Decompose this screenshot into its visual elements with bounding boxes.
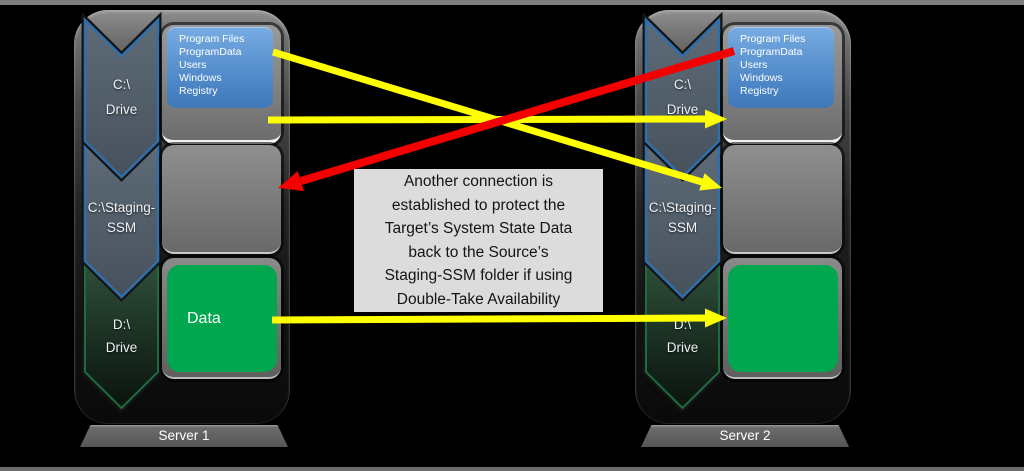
callout-line: back to the Source’s [408, 243, 549, 261]
d-drive-chevron [81, 254, 162, 413]
data-label: Data [187, 309, 221, 327]
folder-item: Registry [179, 85, 218, 97]
drive-label: D:\ [673, 317, 692, 332]
data-box: Data [167, 265, 277, 372]
staging-ssm-panel [162, 145, 281, 254]
folder-item: Users [740, 59, 768, 71]
callout-line: established to protect the [391, 196, 566, 214]
folder-item: Windows [740, 72, 783, 84]
folder-item: ProgramData [740, 46, 803, 58]
callout-line: Double-Take Availability [396, 290, 561, 308]
drive-label: D:\ [112, 317, 131, 332]
folder-item: Registry [740, 85, 779, 97]
drive-label: C:\Staging- [648, 200, 717, 215]
folder-item: ProgramData [179, 46, 242, 58]
drive-label: C:\Staging- [87, 200, 156, 215]
folder-item: Program Files [740, 33, 806, 45]
bottom-border-bar [0, 467, 1024, 471]
top-border-bar [0, 0, 1024, 5]
system-folders-box: Program Files ProgramData Users Windows … [728, 27, 834, 108]
drive-label: Drive [105, 102, 138, 117]
drive-label: SSM [106, 220, 137, 235]
callout-box: Another connection is established to pro… [354, 169, 603, 312]
drive-label: Drive [666, 102, 699, 117]
c-drive-chevron [642, 11, 723, 182]
drive-chevrons [81, 11, 162, 413]
callout-line: Target’s System State Data [384, 220, 573, 238]
folder-item: Program Files [179, 33, 245, 45]
staging-ssm-panel [723, 145, 842, 254]
server-2-label: Server 2 [641, 425, 849, 447]
data-box [728, 265, 838, 372]
callout-line: Another connection is [403, 173, 554, 190]
system-folders-box: Program Files ProgramData Users Windows … [167, 27, 273, 108]
server-2-cabinet: Program Files ProgramData Users Windows … [635, 10, 851, 424]
drive-label: C:\ [673, 77, 692, 92]
c-drive-chevron [81, 11, 162, 182]
folder-item: Users [179, 59, 207, 71]
drive-label: Drive [666, 340, 699, 355]
drive-label: C:\ [112, 77, 131, 92]
folder-item: Windows [179, 72, 222, 84]
server-1-cabinet: Program Files ProgramData Users Windows … [74, 10, 290, 424]
staging-ssm-chevron [81, 134, 162, 302]
drive-label: Drive [105, 340, 138, 355]
drive-label: SSM [667, 220, 698, 235]
callout-line: Staging-SSM folder if using [384, 267, 573, 285]
server-1-label: Server 1 [80, 425, 288, 447]
